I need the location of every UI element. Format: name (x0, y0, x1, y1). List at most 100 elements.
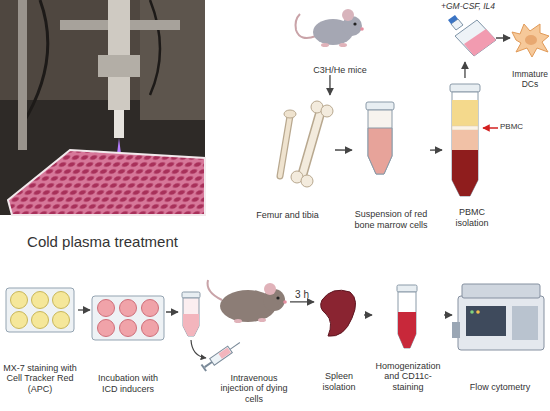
femur-shaft (302, 110, 321, 176)
mouse-icon (296, 9, 364, 47)
step-caption: Immature DCs (510, 70, 550, 90)
syringe-plunger (205, 362, 212, 367)
tube-body (452, 92, 478, 196)
pbmc-band (452, 126, 478, 130)
flow-arrow (364, 314, 372, 315)
syringe-needle (230, 342, 240, 349)
step-node: Incubation with ICD inducers (90, 282, 166, 394)
tibia-outline (280, 116, 290, 176)
step-node: C3H/He mice (290, 0, 390, 75)
femur-outline (302, 110, 321, 176)
step-caption: MX-7 staining with Cell Tracker Red (APC… (2, 363, 78, 394)
plate-well (11, 292, 28, 309)
mouse-foot (339, 43, 347, 47)
plate-well (53, 312, 70, 329)
step-caption: Spleen isolation (314, 371, 364, 392)
cytometer-door (512, 306, 538, 340)
mouse-foot (321, 43, 329, 47)
marrow-tube (366, 102, 394, 174)
transfer-arrow (191, 340, 206, 358)
flask-medium (464, 29, 496, 56)
step-caption: Homogenization and CD11c-staining (372, 361, 444, 392)
step-caption: Incubation with ICD inducers (90, 373, 166, 394)
flow-arrow (444, 314, 452, 315)
photo-wall (140, 0, 205, 120)
tube-cap (397, 285, 417, 292)
flow-arrow (430, 149, 442, 150)
tube-cap (366, 102, 394, 110)
step-node: Suspension of red bone marrow cells (352, 100, 430, 230)
plate-well (98, 300, 115, 317)
step-caption: PBMC isolation (442, 207, 502, 228)
mouse-ear (342, 9, 354, 21)
flow-arrow (464, 62, 465, 78)
plate-well (32, 312, 49, 329)
mouse-foot (234, 319, 242, 323)
femur-condyle (301, 175, 313, 187)
step-caption: Femur and tibia (256, 210, 319, 220)
step-node: Spleen isolation (314, 280, 364, 392)
tibia-head (284, 110, 296, 118)
tibia-shaft (280, 116, 290, 176)
pbmc-tube (450, 84, 498, 196)
plate-well (32, 292, 49, 309)
plate-frame (92, 296, 164, 340)
erythrocyte-layer (452, 150, 478, 196)
step-caption: Intravenous injection of dying cells (218, 373, 290, 404)
plate-well (11, 312, 28, 329)
tube-liquid (398, 312, 416, 348)
tube-cap (182, 292, 200, 298)
six-well-plate (6, 288, 74, 332)
sample-holder (452, 322, 460, 338)
step-caption: Suspension of red bone marrow cells (352, 209, 430, 230)
ficoll-layer (452, 130, 478, 150)
tube-body (398, 292, 416, 348)
connector-group (78, 38, 510, 315)
mouse-foot (258, 318, 266, 322)
mouse-tail (296, 14, 317, 38)
tube-body (368, 110, 392, 174)
syringe-content (218, 347, 230, 358)
plate-wells (8, 150, 205, 215)
step-caption: +GM-CSF, IL4 (441, 2, 495, 12)
mouse-eye (353, 22, 356, 25)
cytometer-panel (466, 306, 506, 336)
tube-liquid (183, 314, 199, 336)
flow-arrow (335, 149, 352, 150)
plate-well (142, 300, 159, 317)
plasma-photo (0, 0, 205, 215)
cell-body (512, 24, 549, 57)
cytometer-body (458, 296, 544, 350)
tube-liquid (368, 128, 392, 174)
mouse-nose (360, 27, 364, 31)
syringe-barrel (210, 346, 233, 365)
step-caption: Flow cytometry (470, 382, 531, 392)
plate-frame (6, 288, 74, 332)
mouse-eye (276, 296, 279, 299)
flask-cap (448, 15, 458, 24)
plate-rim (8, 150, 205, 215)
spleen-organ (321, 290, 356, 336)
edge-label: 3 h (295, 289, 309, 300)
step-node: Cold plasma treatment (0, 0, 205, 250)
step-caption: Cold plasma treatment (27, 233, 178, 250)
status-light (476, 310, 480, 314)
status-light (470, 310, 474, 314)
plasma-layer (452, 100, 478, 126)
dendritic-cell (512, 24, 549, 57)
step-node: Femur and tibia (240, 95, 335, 220)
tube-body (183, 298, 199, 336)
femur-head (321, 105, 333, 117)
mouse-tail (208, 280, 222, 300)
flow-arrow (496, 37, 510, 38)
plate-well (142, 320, 159, 337)
step-node: MX-7 staining with Cell Tracker Red (APC… (2, 282, 78, 394)
step-node: PBMC isolation (442, 78, 502, 228)
well-plate (8, 150, 205, 215)
tube-cap (450, 84, 480, 92)
bone-icon (280, 101, 333, 187)
six-well-plate (92, 296, 164, 340)
